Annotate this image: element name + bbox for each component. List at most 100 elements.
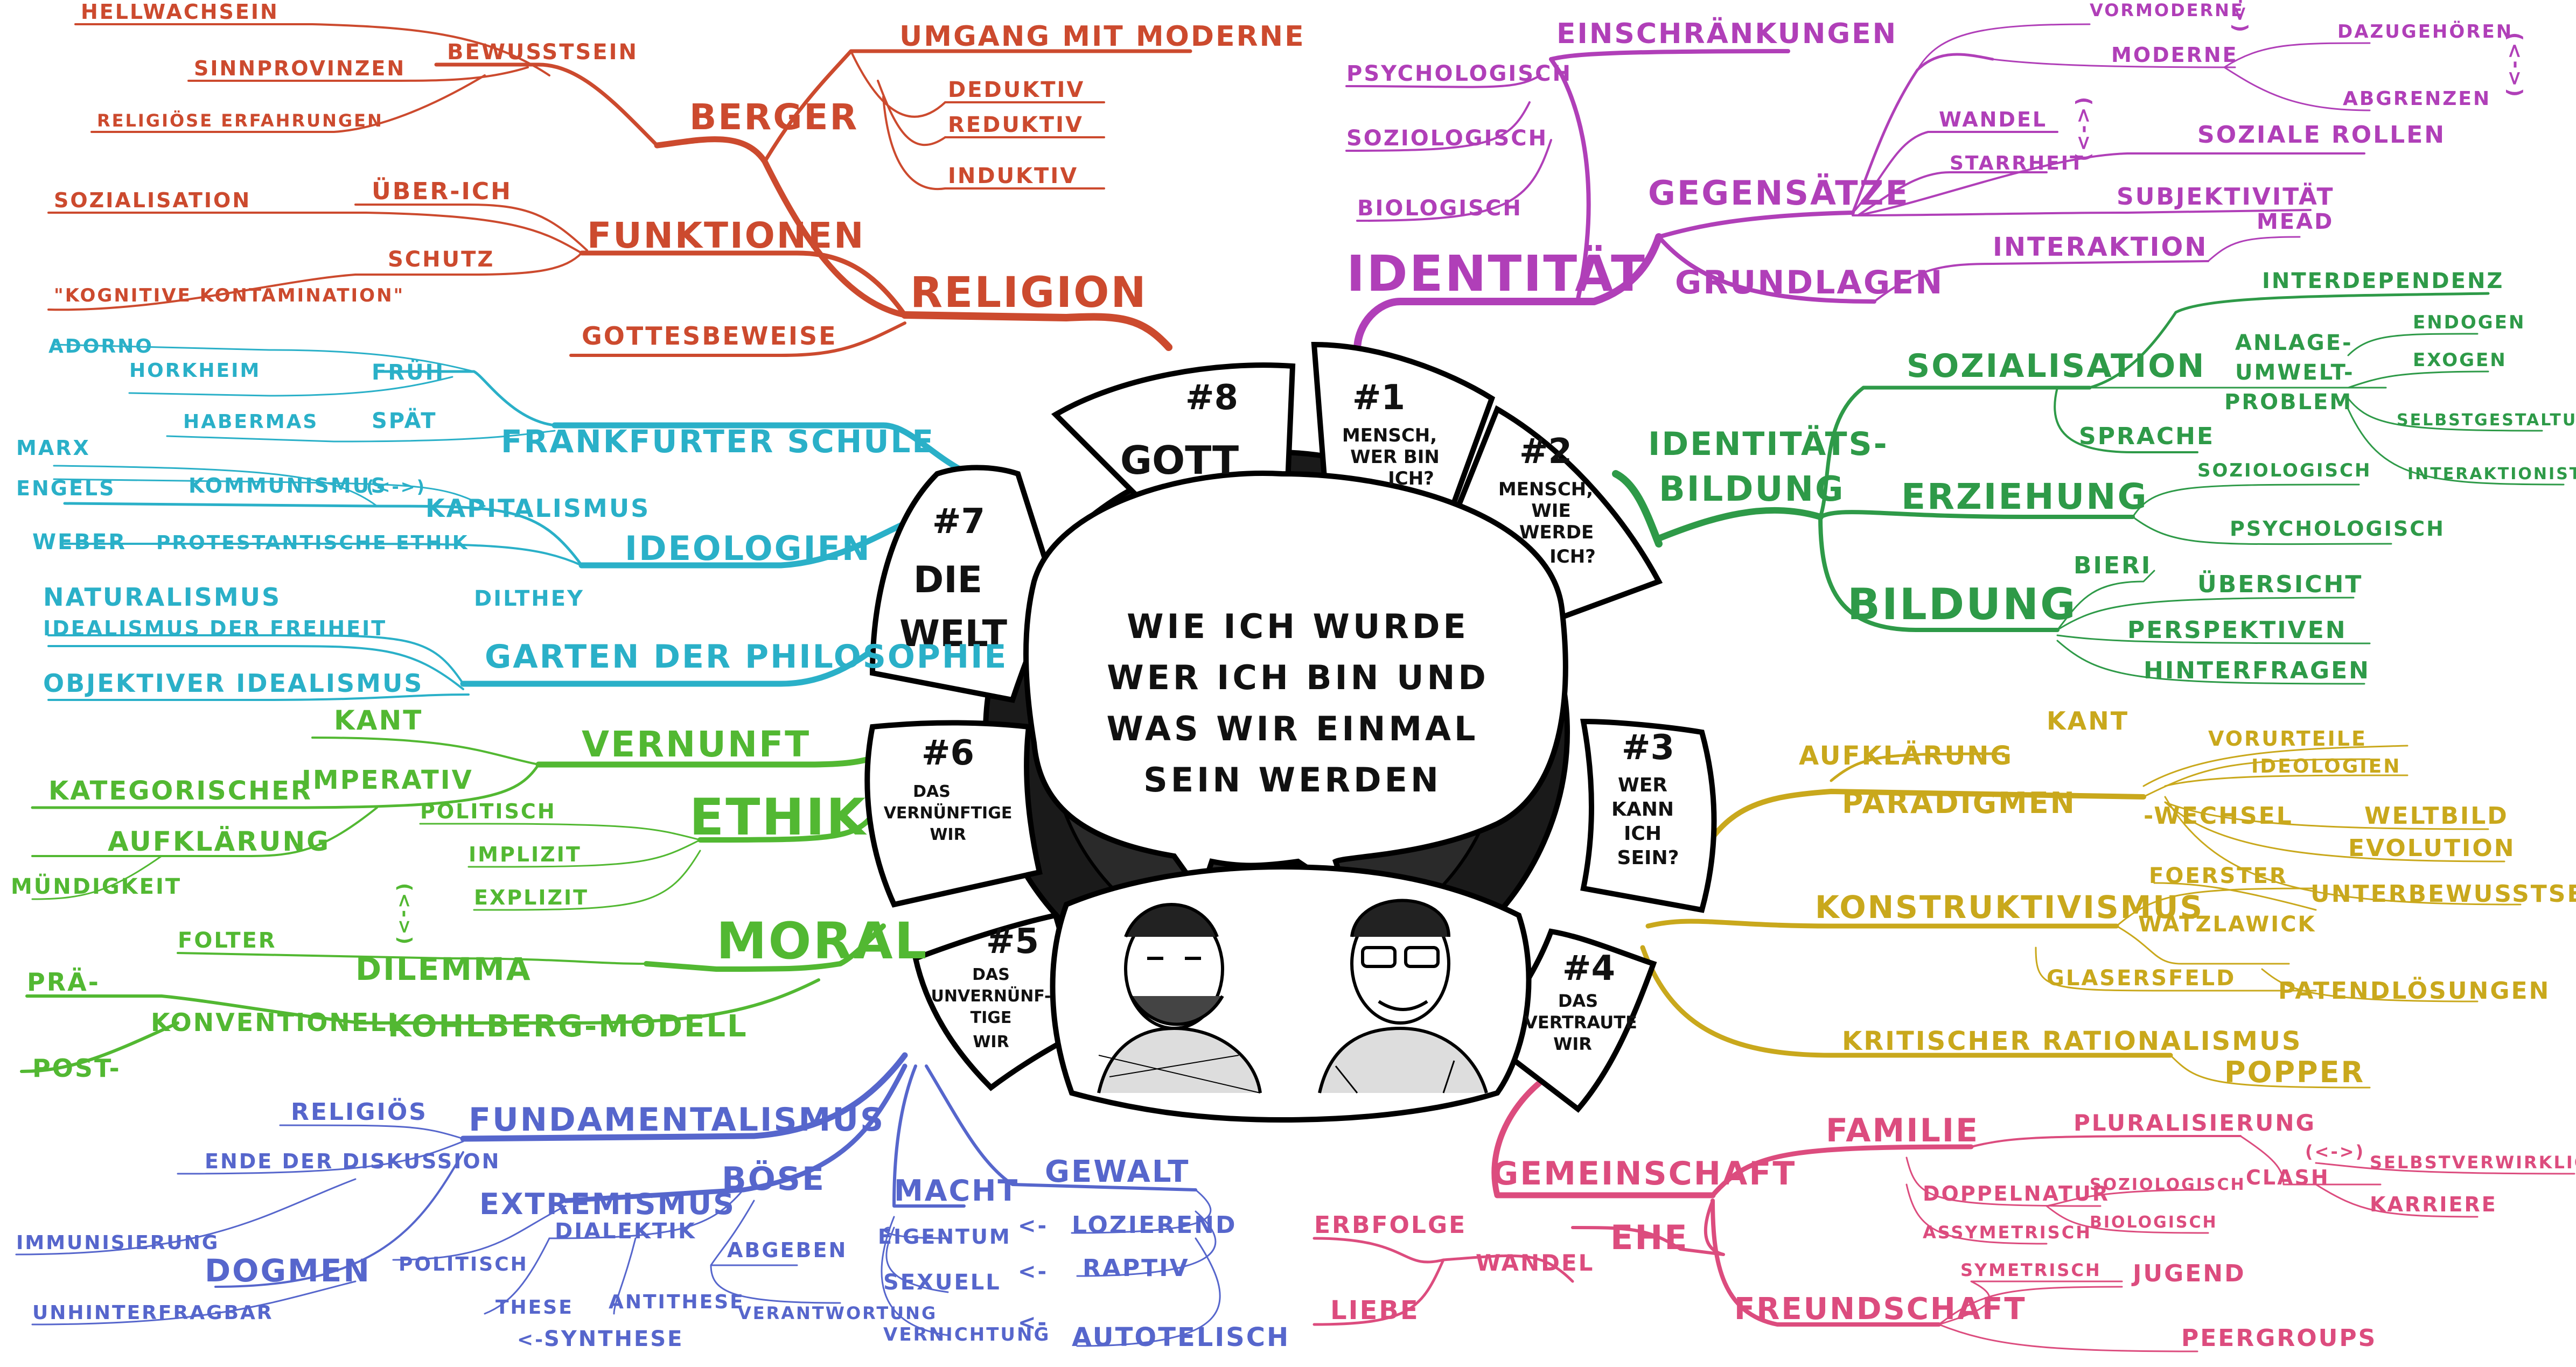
- label-dialektik: DIALEKTIK: [555, 1219, 696, 1244]
- label-hinterfragen: HINTERFRAGEN: [2144, 657, 2370, 684]
- chapter-5-line-4: WIR: [973, 1033, 1009, 1051]
- label-exogen: EXOGEN: [2413, 349, 2507, 371]
- label-unhinterfragbar: UNHINTERFRAGBAR: [32, 1302, 274, 1324]
- label-starrheit: STARRHEIT: [1950, 152, 2085, 174]
- label-frankfurter-schule: FRANKFURTER SCHULE: [501, 423, 935, 460]
- chapter-6-line-2: VERNÜNFTIGE: [884, 803, 1013, 823]
- label-kant: KANT: [334, 705, 423, 736]
- label-abgeben: ABGEBEN: [727, 1238, 847, 1262]
- label-arrow-lozierend: <-: [1018, 1214, 1048, 1238]
- label-identitaets: IDENTITÄTS-: [1648, 424, 1889, 463]
- label-dilemma: DILEMMA: [355, 951, 532, 987]
- label-kognitive-kontamination: "KOGNITIVE KONTAMINATION": [54, 285, 404, 306]
- chapter-3-line-1: WER: [1618, 774, 1667, 796]
- label-subjektivitaet: SUBJEKTIVITÄT: [2117, 182, 2335, 211]
- chapter-2-line-2: WIE: [1531, 500, 1570, 522]
- identitaet-labels: IDENTITÄT EINSCHRÄNKUNGEN PSYCHOLOGISCH …: [1346, 0, 2525, 303]
- label-bewusstsein: BEWUSSTSEIN: [447, 40, 638, 65]
- gewalt-labels: FUNDAMENTALISMUS RELIGIÖS ENDE DER DISKU…: [16, 1097, 1288, 1352]
- label-problem: PROBLEM: [2224, 390, 2352, 415]
- chapter-2-line-1: MENSCH,: [1498, 479, 1593, 500]
- label-biologisch-g: BIOLOGISCH: [2090, 1213, 2218, 1232]
- label-implizit: IMPLIZIT: [469, 843, 582, 866]
- label-berger: BERGER: [689, 96, 858, 138]
- label-konstruktivismus: KONSTRUKTIVISMUS: [1815, 889, 2204, 926]
- label-aufklaerung-k: AUFKLÄRUNG: [1799, 740, 2013, 771]
- chapter-2-line-4: ICH?: [1549, 546, 1596, 567]
- label-evolution: EVOLUTION: [2348, 835, 2516, 862]
- label-freundschaft: FREUNDSCHAFT: [1734, 1292, 2027, 1327]
- label-engels: ENGELS: [16, 476, 116, 500]
- chapter-5-line-2: UNVERNÜNF-: [931, 986, 1051, 1006]
- label-ende-der-diskussion: ENDE DER DISKUSSION: [205, 1149, 500, 1173]
- chapter-4-line-2: VERTRAUTE: [1524, 1012, 1637, 1033]
- label-these: THESE: [495, 1296, 574, 1319]
- philosophie-labels: FRANKFURTER SCHULE ADORNO HORKHEIM FRÜH …: [16, 335, 1006, 698]
- label-interaktion: INTERAKTION: [1993, 232, 2208, 262]
- label-kohlberg-modell: KOHLBERG-MODELL: [388, 1009, 748, 1044]
- center-line-4: SEIN WERDEN: [1143, 760, 1442, 800]
- label-foerster: FOERSTER: [2149, 864, 2288, 888]
- chapter-5-line-0: #5: [986, 922, 1039, 962]
- label-arrow-kapitalismus: (<->): [366, 476, 426, 497]
- label-kant-k: KANT: [2047, 706, 2129, 735]
- label-reduktiv: REDUKTIV: [948, 113, 1084, 137]
- label-soziologisch-g: SOZIOLOGISCH: [2090, 1175, 2246, 1194]
- label-aufklaerung: AUFKLÄRUNG: [108, 826, 330, 857]
- label-prae: PRÄ-: [27, 968, 100, 997]
- label-hellwachsein: HELLWACHSEIN: [81, 0, 279, 24]
- label-dogmen: DOGMEN: [205, 1252, 371, 1289]
- label-ethik: ETHIK: [689, 788, 867, 847]
- label-soziologisch: SOZIOLOGISCH: [1346, 126, 1548, 151]
- label-immunisierung: IMMUNISIERUNG: [16, 1232, 219, 1254]
- label-verantwortung: VERANTWORTUNG: [738, 1303, 937, 1323]
- label-gegensaetze: GEGENSÄTZE: [1648, 173, 1910, 213]
- label-wandel: WANDEL: [1939, 108, 2047, 131]
- label-weber: WEBER: [32, 530, 127, 555]
- religion-lines: [47, 23, 1192, 357]
- label-unterbewusstsein: UNTERBEWUSSTSEIN: [2310, 880, 2576, 908]
- religion-labels: RELIGION BERGER UMGANG MIT MODERNE DEDUK…: [54, 0, 1304, 350]
- label-arrow-wandel-starrheit: (<->): [2072, 95, 2095, 162]
- label-clash: CLASH: [2246, 1166, 2330, 1189]
- label-watzlawick: WATZLAWICK: [2138, 912, 2316, 937]
- bildung-lines: [1612, 292, 2565, 685]
- label-kommunismus: KOMMUNISMUS: [189, 474, 387, 497]
- label-arrow-dazugehoeren-abgrenzen: (<->): [2503, 31, 2525, 97]
- identitaet-lines: [1345, 23, 2371, 354]
- label-liebe: LIEBE: [1330, 1295, 1420, 1326]
- label-bieri: BIERI: [2074, 552, 2152, 579]
- chapter-2-line-0: #2: [1519, 432, 1572, 472]
- chapter-7-line-0: #7: [932, 502, 985, 542]
- label-protestantische-ethik: PROTESTANTISCHE ETHIK: [156, 532, 469, 554]
- chapter-6-line-1: DAS: [913, 782, 951, 801]
- label-erbfolge: ERBFOLGE: [1314, 1211, 1467, 1239]
- label-kapitalismus: KAPITALISMUS: [425, 494, 650, 523]
- label-uebersicht: ÜBERSICHT: [2197, 570, 2363, 598]
- label-psychologisch: PSYCHOLOGISCH: [1346, 61, 1572, 86]
- label-vorurteile: VORURTEILE: [2208, 727, 2367, 751]
- label-assymetrisch: ASSYMETRISCH: [1923, 1222, 2092, 1243]
- label-weltbild: WELTBILD: [2364, 802, 2509, 830]
- label-frueh: FRÜH: [372, 359, 445, 385]
- label-fundamentalismus: FUNDAMENTALISMUS: [469, 1101, 885, 1139]
- label-gemeinschaft: GEMEINSCHAFT: [1492, 1155, 1796, 1193]
- chapter-4-line-3: WIR: [1553, 1034, 1592, 1054]
- label-religion: RELIGION: [910, 269, 1148, 317]
- chapter-6-line-3: WIR: [930, 825, 966, 844]
- label-marx: MARX: [16, 436, 90, 460]
- label-symetrisch: SYMETRISCH: [1960, 1260, 2102, 1280]
- chapter-4-line-1: DAS: [1558, 991, 1598, 1011]
- center-line-2: WER ICH BIN UND: [1107, 658, 1489, 697]
- label-familie: FAMILIE: [1826, 1112, 1979, 1149]
- chapter-1-line-0: #1: [1352, 378, 1405, 418]
- chapter-4-line-0: #4: [1562, 949, 1615, 989]
- label-antithese: ANTITHESE: [609, 1291, 745, 1313]
- chapter-8: #8 GOTT: [1120, 378, 1239, 483]
- label-vernichtung: VERNICHTUNG: [883, 1324, 1050, 1345]
- chapter-5: #5 DAS UNVERNÜNF- TIGE WIR: [931, 922, 1051, 1051]
- figure-left: [1097, 903, 1262, 1093]
- label-identitaet: IDENTITÄT: [1346, 244, 1646, 303]
- label-religioese-erfahrungen: RELIGIÖSE ERFAHRUNGEN: [97, 110, 383, 131]
- label-naturalismus: NATURALISMUS: [43, 583, 281, 612]
